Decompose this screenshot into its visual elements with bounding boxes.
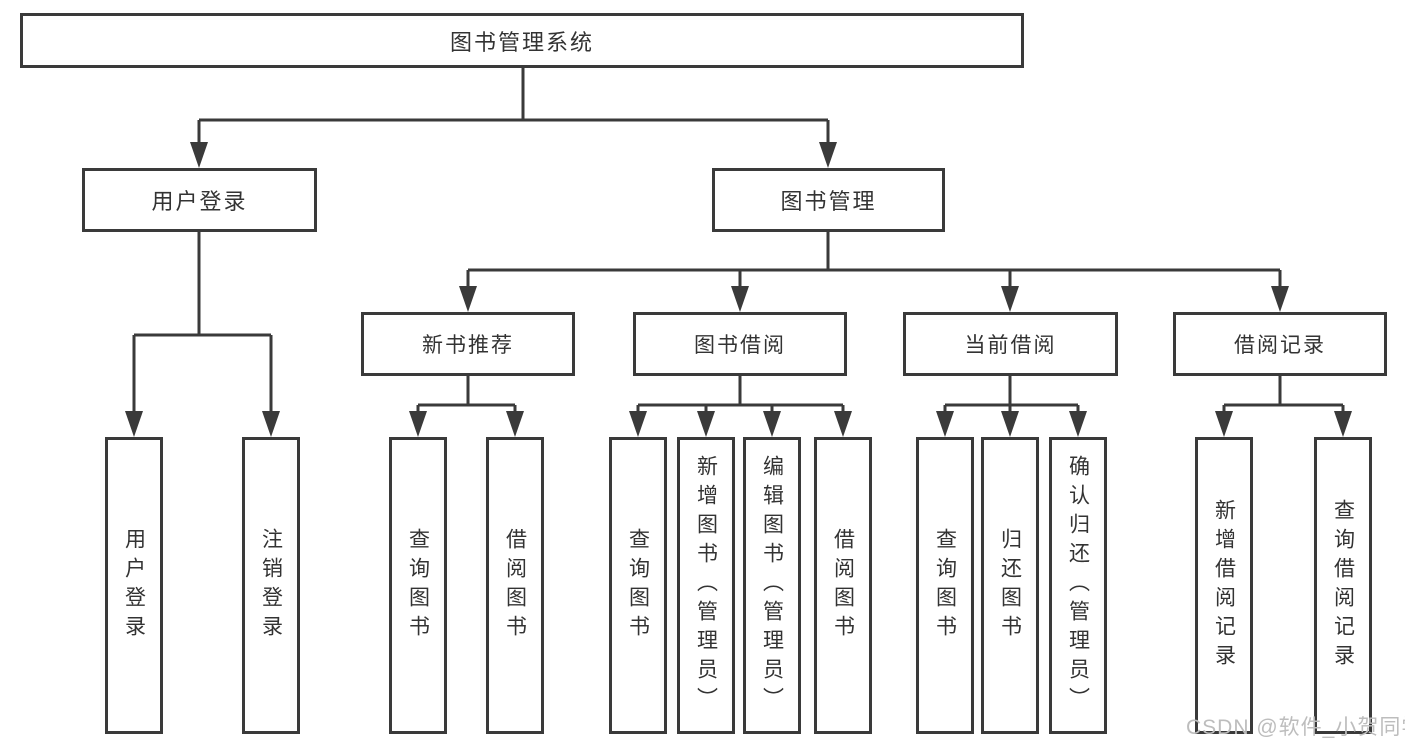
- leaf-edit-book-admin: 编辑图书（管理员）: [743, 437, 801, 734]
- node-current-borrowing: 当前借阅: [903, 312, 1118, 376]
- leaf-return-books: 归还图书: [981, 437, 1039, 734]
- arrowhead-down-icon: [1215, 411, 1233, 437]
- arrowhead-down-icon: [262, 411, 280, 437]
- leaf-add-borrow-record: 新增借阅记录: [1195, 437, 1253, 734]
- node-label: 注销登录: [259, 527, 283, 644]
- node-label: 查询借阅记录: [1331, 498, 1355, 673]
- node-label: 查询图书: [406, 527, 430, 644]
- node-label: 归还图书: [998, 527, 1022, 644]
- node-borrowing-records: 借阅记录: [1173, 312, 1387, 376]
- arrowhead-down-icon: [1069, 411, 1087, 437]
- arrowhead-down-icon: [731, 286, 749, 312]
- arrowhead-down-icon: [763, 411, 781, 437]
- leaf-query-books-current: 查询图书: [916, 437, 974, 734]
- node-label: 查询图书: [933, 527, 957, 644]
- node-label: 用户登录: [151, 189, 248, 214]
- node-label: 新增借阅记录: [1212, 498, 1236, 673]
- arrowhead-down-icon: [819, 142, 837, 168]
- node-user-login: 用户登录: [82, 168, 317, 232]
- node-book-management: 图书管理: [712, 168, 945, 232]
- arrowhead-down-icon: [409, 411, 427, 437]
- leaf-confirm-return-admin: 确认归还（管理员）: [1049, 437, 1107, 734]
- node-label: 图书借阅: [694, 334, 786, 357]
- node-label: 新书推荐: [422, 334, 514, 357]
- node-label: 编辑图书（管理员）: [760, 455, 784, 716]
- node-book-borrowing: 图书借阅: [633, 312, 847, 376]
- arrowhead-down-icon: [629, 411, 647, 437]
- leaf-borrow-books-recommend: 借阅图书: [486, 437, 544, 734]
- leaf-add-book-admin: 新增图书（管理员）: [677, 437, 735, 734]
- arrowhead-down-icon: [1001, 286, 1019, 312]
- node-label: 确认归还（管理员）: [1066, 455, 1090, 716]
- node-system-root: 图书管理系统: [20, 13, 1024, 68]
- arrowhead-down-icon: [1334, 411, 1352, 437]
- node-label: 查询图书: [626, 527, 650, 644]
- arrowhead-down-icon: [125, 411, 143, 437]
- node-label: 新增图书（管理员）: [694, 455, 718, 716]
- leaf-logout: 注销登录: [242, 437, 300, 734]
- node-label: 借阅记录: [1234, 334, 1326, 357]
- node-label: 当前借阅: [964, 334, 1057, 357]
- node-new-book-recommendation: 新书推荐: [361, 312, 575, 376]
- arrowhead-down-icon: [1271, 286, 1289, 312]
- arrowhead-down-icon: [506, 411, 524, 437]
- csdn-watermark: CSDN @软件_小贺同学: [1186, 716, 1405, 739]
- node-label: 借阅图书: [831, 527, 855, 644]
- leaf-borrow-books: 借阅图书: [814, 437, 872, 734]
- arrowhead-down-icon: [459, 286, 477, 312]
- leaf-user-login: 用户登录: [105, 437, 163, 734]
- node-label: 借阅图书: [503, 527, 527, 644]
- arrowhead-down-icon: [834, 411, 852, 437]
- arrowhead-down-icon: [1001, 411, 1019, 437]
- leaf-query-borrow-record: 查询借阅记录: [1314, 437, 1372, 734]
- node-label: 图书管理: [780, 189, 877, 214]
- arrowhead-down-icon: [190, 142, 208, 168]
- arrowhead-down-icon: [697, 411, 715, 437]
- node-label: 用户登录: [122, 527, 146, 644]
- node-label: 图书管理系统: [449, 29, 594, 55]
- leaf-query-books-recommend: 查询图书: [389, 437, 447, 734]
- leaf-query-books-borrowing: 查询图书: [609, 437, 667, 734]
- arrowhead-down-icon: [936, 411, 954, 437]
